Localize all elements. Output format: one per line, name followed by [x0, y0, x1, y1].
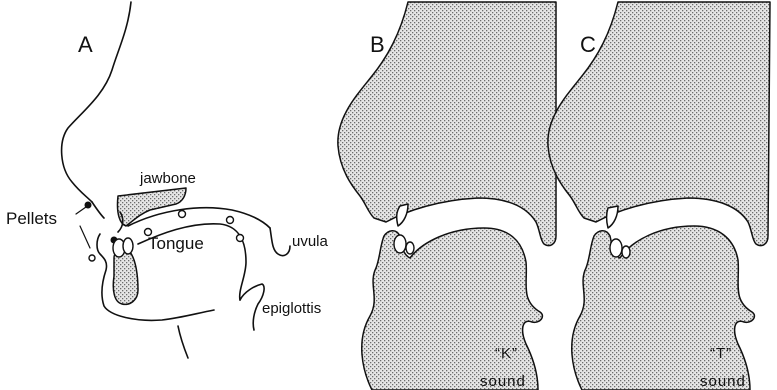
label-pellets: Pellets — [6, 209, 57, 228]
pellet-tongue-mid — [179, 211, 186, 218]
panel-b-letter: B — [370, 32, 385, 57]
neck-line — [178, 326, 188, 358]
pellet-lip-c — [610, 239, 622, 257]
caption-c-sound-letter: “T” — [710, 345, 732, 362]
pellet-tongue-root — [237, 235, 244, 242]
pellets-leader-lower — [80, 226, 90, 248]
pellet-tongue-back — [227, 217, 234, 224]
pellets-leader-upper — [76, 207, 86, 214]
caption-b-sound-letter: “K” — [495, 345, 518, 362]
label-tongue: Tongue — [148, 234, 204, 253]
pellet-jaw-c — [622, 246, 630, 258]
panel-a: A — [6, 2, 329, 358]
label-uvula: uvula — [292, 233, 329, 250]
caption-b-sound-word: sound — [480, 373, 526, 390]
pellet-jaw-b — [406, 242, 414, 254]
upper-incisor-b — [397, 204, 408, 226]
caption-c-sound-word: sound — [700, 373, 746, 390]
lower-head-shape-c — [572, 226, 755, 390]
panel-c-letter: C — [580, 32, 596, 57]
lower-jaw-shape — [113, 249, 138, 304]
lower-head-shape-b — [362, 228, 543, 390]
panel-a-letter: A — [78, 32, 93, 57]
epiglottis-shape — [240, 284, 264, 330]
pellet-lower-lip — [89, 255, 95, 261]
label-epiglottis: epiglottis — [262, 300, 321, 317]
upper-lip-outline — [92, 202, 104, 218]
panel-b: B “K” sound — [338, 2, 556, 390]
jawbone-shape — [117, 188, 186, 226]
upper-incisor-c — [607, 206, 619, 228]
face-profile-outline — [62, 2, 131, 202]
pellet-lip-b — [394, 235, 406, 253]
pellet-tongue-blade — [123, 238, 133, 254]
panel-c: C “T” sound — [548, 2, 770, 390]
label-jawbone: jawbone — [139, 170, 196, 187]
pharynx-wall — [270, 228, 290, 256]
